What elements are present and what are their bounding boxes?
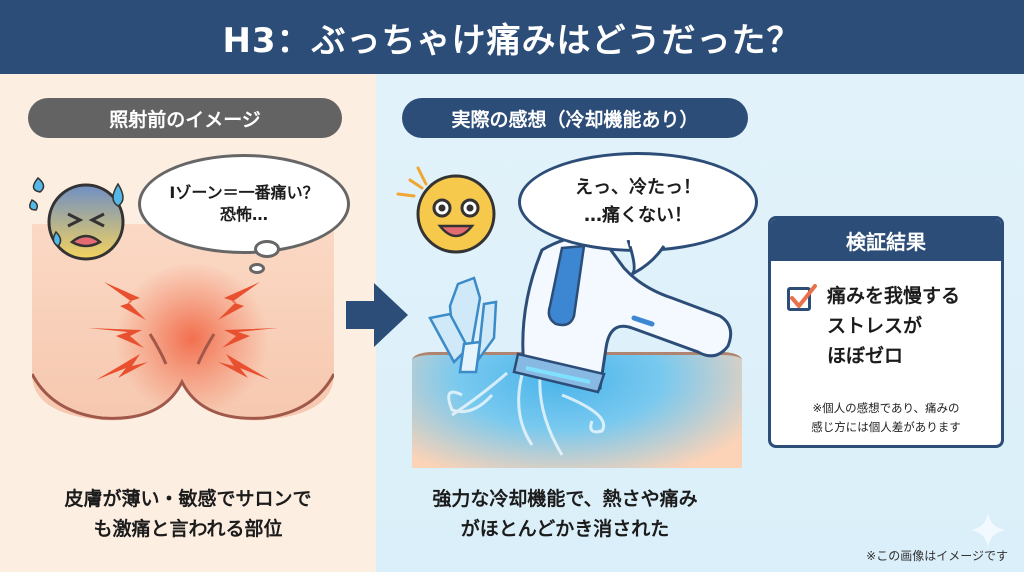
result-title: 検証結果 — [771, 219, 1001, 261]
result-card: 検証結果 痛みを我慢する ストレスが ほぼゼロ ※個人の感想であり、痛みの 感じ… — [768, 216, 1004, 448]
result-note-line1: ※個人の感想であり、痛みの — [812, 401, 960, 415]
speech-text-1: えっ、冷たっ！ — [575, 177, 701, 198]
page-title: H3：ぶっちゃけ痛みはどうだった？ — [222, 20, 802, 61]
sweat-drop-icon — [32, 176, 45, 193]
before-caption-line1: 皮膚が薄い・敏感でサロンで — [64, 488, 312, 510]
thought-text-1: Iゾーン＝一番痛い？ — [169, 183, 319, 202]
result-line2: ストレスが — [827, 315, 923, 337]
result-disclaimer: ※個人の感想であり、痛みの 感じ方には個人差があります — [771, 399, 1001, 437]
thought-bubble: Iゾーン＝一番痛い？ 恐怖… — [138, 154, 350, 254]
right-arrow-icon — [346, 283, 408, 347]
thought-text-2: 恐怖… — [219, 205, 268, 224]
surprised-happy-face-icon — [396, 166, 496, 254]
thought-dot-small — [249, 263, 265, 274]
speech-bubble: えっ、冷たっ！ …痛くない！ — [518, 152, 758, 252]
lightning-pain-icon — [32, 282, 334, 424]
before-label: 照射前のイメージ — [28, 98, 342, 138]
after-caption-line2: がほとんどかき消された — [460, 518, 670, 540]
laser-device-icon — [512, 235, 733, 394]
header-banner: H3：ぶっちゃけ痛みはどうだった？ — [0, 0, 1024, 74]
after-caption: 強力な冷却機能で、熱さや痛み がほとんどかき消された — [380, 484, 750, 544]
checkbox-checked-icon — [787, 284, 817, 311]
after-label: 実際の感想（冷却機能あり） — [402, 98, 748, 138]
before-caption: 皮膚が薄い・敏感でサロンで も激痛と言われる部位 — [0, 484, 376, 544]
scared-face-icon — [29, 176, 125, 261]
image-disclaimer: ※この画像はイメージです — [866, 549, 1008, 563]
speech-bubble-tail — [626, 240, 666, 276]
ice-crystal-icon — [428, 276, 498, 374]
sparkle-icon — [970, 512, 1006, 548]
before-caption-line2: も激痛と言われる部位 — [93, 518, 283, 540]
result-note-line2: 感じ方には個人差があります — [811, 420, 961, 434]
result-line1: 痛みを我慢する — [827, 285, 961, 307]
result-statement: 痛みを我慢する ストレスが ほぼゼロ — [827, 281, 960, 371]
thought-dot — [254, 240, 280, 258]
result-line3: ほぼゼロ — [827, 345, 904, 367]
speech-text-2: …痛くない！ — [584, 205, 692, 226]
after-caption-line1: 強力な冷却機能で、熱さや痛み — [432, 488, 698, 510]
